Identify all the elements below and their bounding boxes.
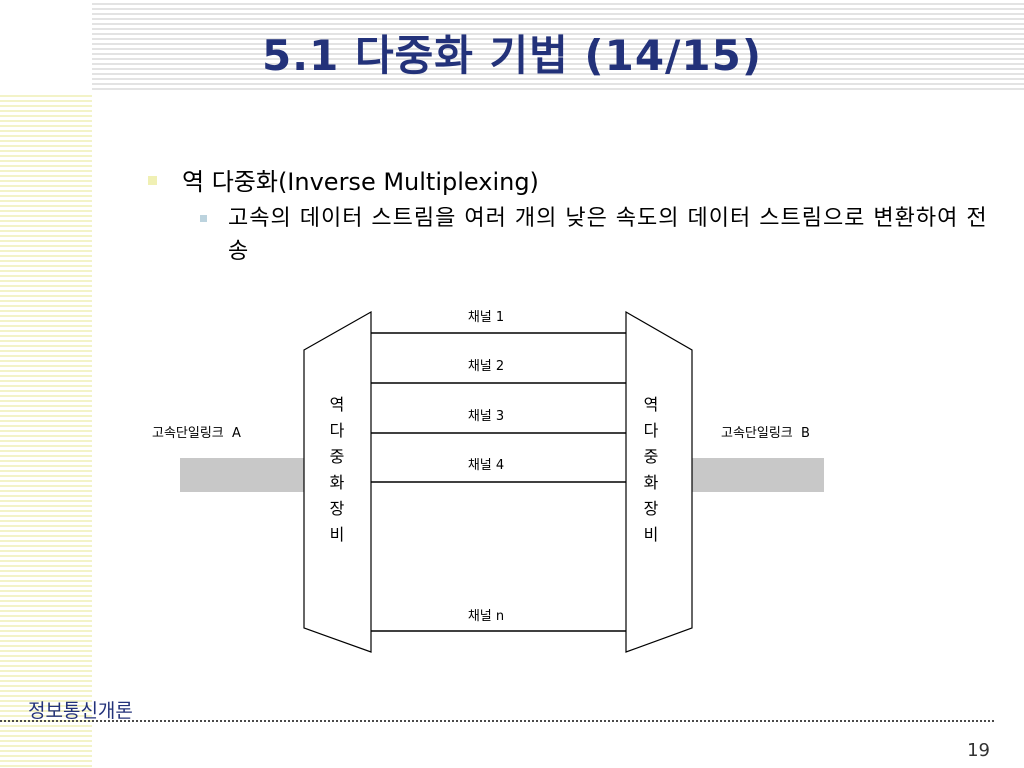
channel-label-1: 채널 1 [468,310,504,325]
footer-divider [0,720,994,722]
header-stripe-band [92,0,1024,92]
slide-title: 5.1 다중화 기법 (14/15) [261,31,763,80]
right-device-char: 화 [644,473,659,492]
channel-label-n: 채널 n [468,609,504,624]
bullet-inverse-multiplexing: 역 다중화(Inverse Multiplexing) [182,168,539,196]
sub-bullet-square-icon [200,215,207,222]
channel-label-3: 채널 3 [468,409,504,424]
link-b-label: 고속단일링크 B [721,426,810,441]
right-device-char: 장 [644,499,659,518]
bullet-square-icon [148,176,157,185]
right-device-char: 중 [644,447,659,466]
left-stripe-band [0,92,92,768]
page-number: 19 [967,740,990,761]
inverse-mux-right-device [625,310,693,653]
right-device-char: 비 [644,525,659,544]
link-b-bar [692,458,824,492]
channel-label-4: 채널 4 [468,458,504,473]
left-device-char: 비 [330,525,345,544]
left-device-char: 다 [330,421,345,440]
inverse-mux-left-device [303,310,372,653]
right-device-char: 역 [644,395,659,414]
left-device-char: 화 [330,473,345,492]
left-device-char: 장 [330,499,345,518]
left-device-char: 중 [330,447,345,466]
link-a-bar [180,458,304,492]
footer-course-title: 정보통신개론 [28,700,133,722]
right-device-char: 다 [644,421,659,440]
left-device-char: 역 [330,395,345,414]
link-a-label: 고속단일링크 A [152,426,241,441]
channel-label-2: 채널 2 [468,359,504,374]
sub-bullet-description: 고속의 데이터 스트림을 여러 개의 낮은 속도의 데이터 스트림으로 변환하여… [228,206,988,264]
